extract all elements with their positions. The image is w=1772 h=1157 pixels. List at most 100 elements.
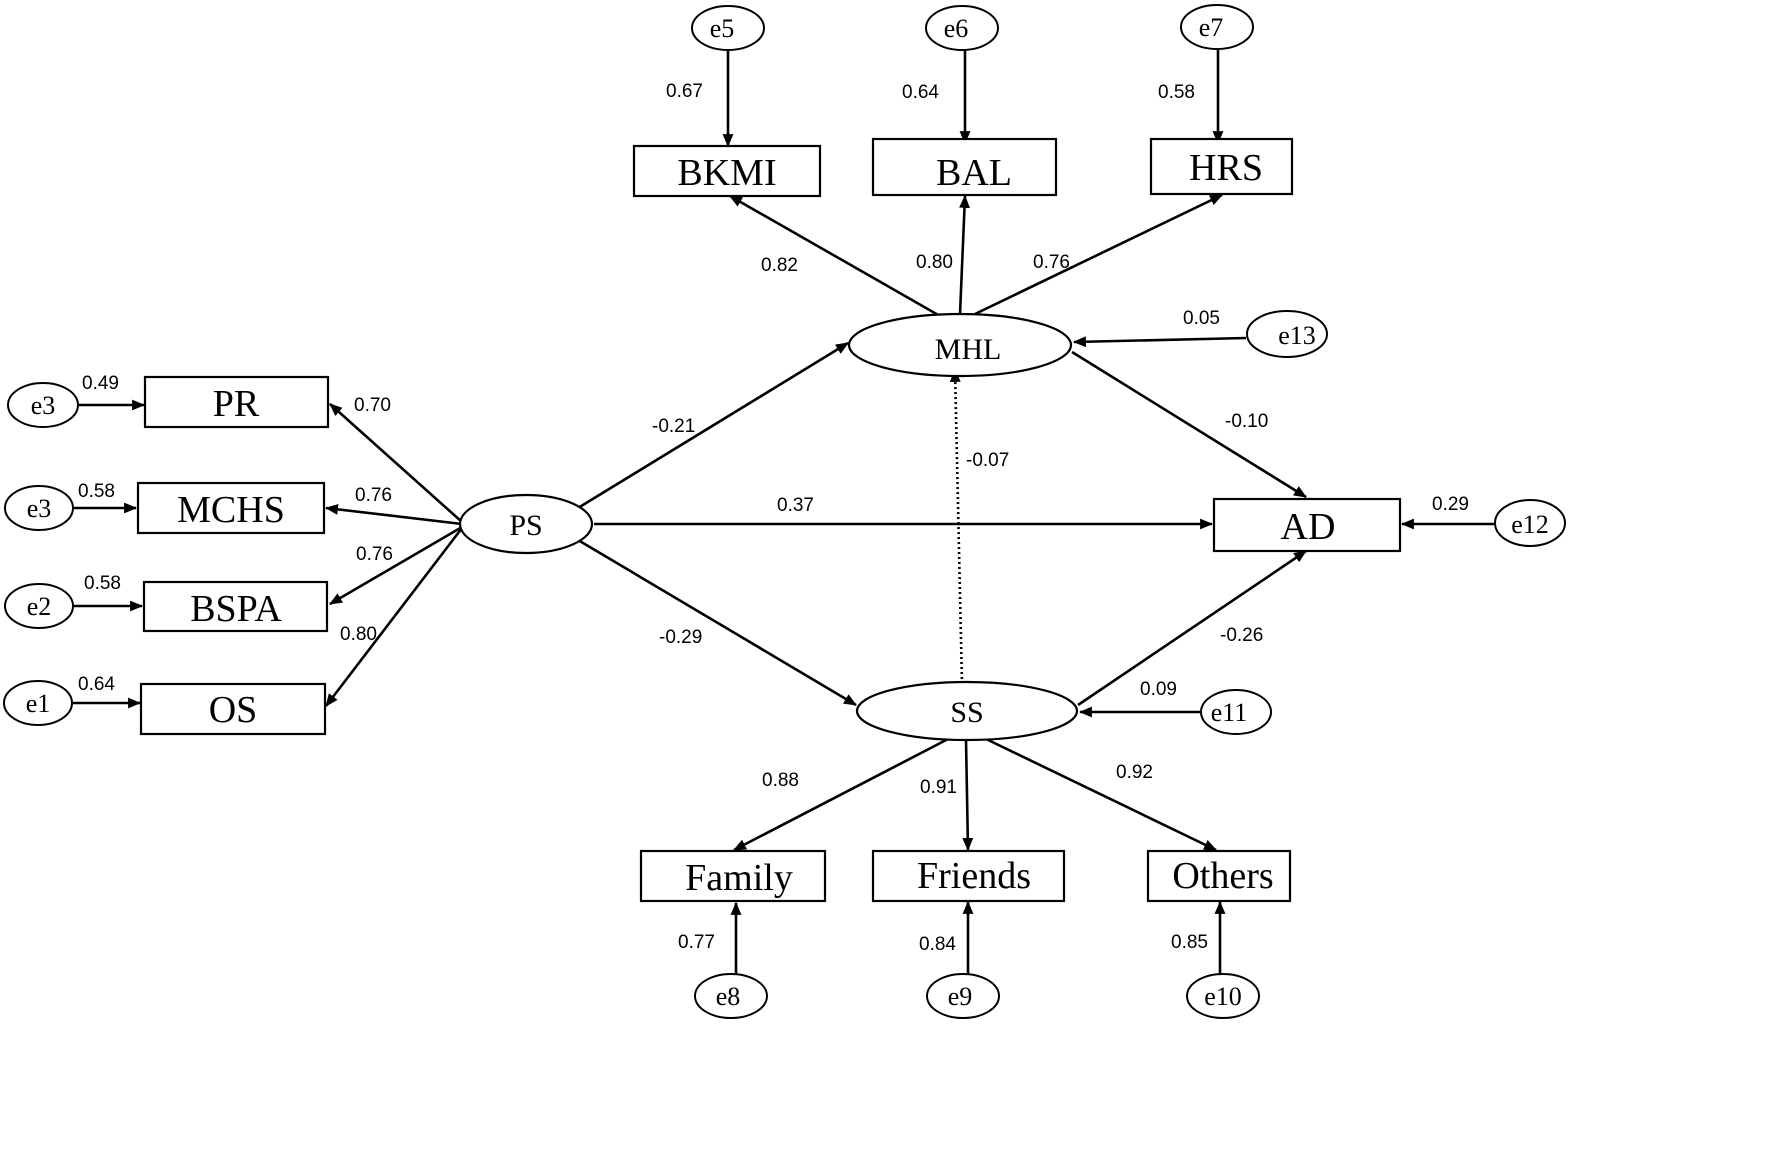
error-e2: e2 bbox=[4, 583, 74, 629]
coef-e1-os: 0.64 bbox=[78, 674, 115, 695]
path-ss-others bbox=[983, 736, 1217, 852]
error-e11: e11 bbox=[1200, 689, 1272, 735]
coef-e5-bkmi: 0.67 bbox=[666, 81, 703, 102]
node-bkmi: BKMI bbox=[632, 144, 822, 198]
coef-e13-mhl: 0.05 bbox=[1183, 308, 1220, 329]
node-bal: BAL bbox=[871, 137, 1058, 197]
coef-mhl-bal: 0.80 bbox=[916, 252, 953, 273]
coef-mhl-ad: -0.10 bbox=[1225, 411, 1268, 432]
error-e13-label: e13 bbox=[1278, 321, 1316, 350]
node-mchs-label: MCHS bbox=[177, 489, 285, 531]
error-e3-pr-label: e3 bbox=[31, 391, 56, 420]
path-ss-mhl bbox=[949, 368, 964, 685]
path-ps-bspa bbox=[329, 525, 463, 606]
node-others: Others bbox=[1146, 849, 1292, 903]
node-others-label: Others bbox=[1172, 855, 1273, 897]
error-e9: e9 bbox=[926, 973, 1000, 1019]
node-family-label: Family bbox=[685, 857, 793, 899]
path-mhl-bkmi bbox=[729, 194, 941, 318]
error-e3-mchs-label: e3 bbox=[27, 494, 52, 523]
node-os: OS bbox=[139, 682, 327, 736]
coef-ss-ad: -0.26 bbox=[1220, 625, 1263, 646]
node-ss: SS bbox=[855, 680, 1079, 742]
path-mhl-ad bbox=[1071, 350, 1307, 499]
path-ps-mhl bbox=[577, 341, 849, 510]
node-pr-label: PR bbox=[213, 383, 260, 425]
coef-ps-mhl: -0.21 bbox=[652, 416, 695, 437]
error-e3-pr: e3 bbox=[7, 382, 79, 428]
error-e10: e10 bbox=[1186, 973, 1260, 1019]
error-e5: e5 bbox=[691, 5, 765, 51]
error-e1: e1 bbox=[3, 680, 73, 726]
error-e12: e12 bbox=[1494, 499, 1566, 547]
coef-ss-family: 0.88 bbox=[762, 770, 799, 791]
node-bal-label: BAL bbox=[936, 152, 1012, 194]
sem-path-diagram: PR MCHS BSPA OS BKMI BAL HRS AD Family F… bbox=[3, 4, 1566, 1019]
node-pr: PR bbox=[143, 375, 330, 429]
coef-ps-pr: 0.70 bbox=[354, 395, 391, 416]
node-mhl-label: MHL bbox=[935, 333, 1002, 366]
coef-e8-family: 0.77 bbox=[678, 932, 715, 953]
node-family: Family bbox=[639, 849, 827, 903]
coef-e9-friends: 0.84 bbox=[919, 934, 956, 955]
path-ps-ss bbox=[577, 538, 857, 707]
coef-ps-mchs: 0.76 bbox=[355, 485, 392, 506]
node-friends-label: Friends bbox=[917, 855, 1031, 897]
error-e6: e6 bbox=[925, 5, 999, 51]
error-e2-label: e2 bbox=[27, 592, 52, 621]
node-mchs: MCHS bbox=[136, 481, 326, 535]
path-e13-mhl bbox=[1072, 336, 1247, 348]
error-e13: e13 bbox=[1246, 310, 1328, 358]
coef-ss-friends: 0.91 bbox=[920, 777, 957, 798]
coef-e3-pr: 0.49 bbox=[82, 373, 119, 394]
coef-ps-ad: 0.37 bbox=[777, 495, 814, 516]
error-e5-label: e5 bbox=[710, 14, 735, 43]
path-mhl-hrs bbox=[974, 193, 1223, 316]
error-e7-label: e7 bbox=[1199, 13, 1224, 42]
coef-ss-mhl: -0.07 bbox=[966, 450, 1009, 471]
path-ps-os bbox=[324, 527, 464, 707]
error-e11-label: e11 bbox=[1211, 698, 1248, 727]
error-e10-label: e10 bbox=[1204, 982, 1242, 1011]
node-mhl: MHL bbox=[847, 312, 1073, 378]
coef-e2-bspa: 0.58 bbox=[84, 573, 121, 594]
error-e8-label: e8 bbox=[716, 982, 741, 1011]
path-ss-family bbox=[733, 736, 951, 852]
error-e1-label: e1 bbox=[26, 689, 51, 718]
path-mhl-bal bbox=[958, 194, 970, 315]
coef-e10-others: 0.85 bbox=[1171, 932, 1208, 953]
coef-ss-others: 0.92 bbox=[1116, 762, 1153, 783]
coef-e3-mchs: 0.58 bbox=[78, 481, 115, 502]
node-hrs: HRS bbox=[1149, 137, 1294, 196]
coef-ps-bspa: 0.76 bbox=[356, 544, 393, 565]
node-ps: PS bbox=[458, 493, 594, 555]
node-friends: Friends bbox=[871, 849, 1066, 903]
coef-mhl-hrs: 0.76 bbox=[1033, 252, 1070, 273]
coef-e6-bal: 0.64 bbox=[902, 82, 939, 103]
error-e7: e7 bbox=[1180, 4, 1254, 50]
coef-e7-hrs: 0.58 bbox=[1158, 82, 1195, 103]
coef-mhl-bkmi: 0.82 bbox=[761, 255, 798, 276]
node-bspa-label: BSPA bbox=[190, 588, 282, 630]
node-ad-label: AD bbox=[1281, 506, 1336, 548]
error-e8: e8 bbox=[694, 973, 768, 1019]
coef-ps-ss: -0.29 bbox=[659, 627, 702, 648]
node-ad: AD bbox=[1212, 497, 1402, 553]
path-ps-pr bbox=[329, 403, 463, 523]
node-ss-label: SS bbox=[950, 696, 983, 729]
coef-e12-ad: 0.29 bbox=[1432, 494, 1469, 515]
node-bkmi-label: BKMI bbox=[677, 152, 776, 194]
path-ps-mchs bbox=[324, 504, 463, 526]
path-ss-ad bbox=[1077, 549, 1307, 707]
error-e9-label: e9 bbox=[948, 982, 973, 1011]
node-os-label: OS bbox=[209, 689, 258, 731]
path-ss-friends bbox=[962, 739, 974, 852]
node-ps-label: PS bbox=[509, 509, 542, 542]
error-e12-label: e12 bbox=[1511, 510, 1549, 539]
node-hrs-label: HRS bbox=[1189, 147, 1263, 189]
error-e6-label: e6 bbox=[944, 14, 969, 43]
coef-ps-os: 0.80 bbox=[340, 624, 377, 645]
error-e3-mchs: e3 bbox=[4, 485, 74, 531]
node-bspa: BSPA bbox=[142, 580, 329, 633]
coef-e11-ss: 0.09 bbox=[1140, 679, 1177, 700]
